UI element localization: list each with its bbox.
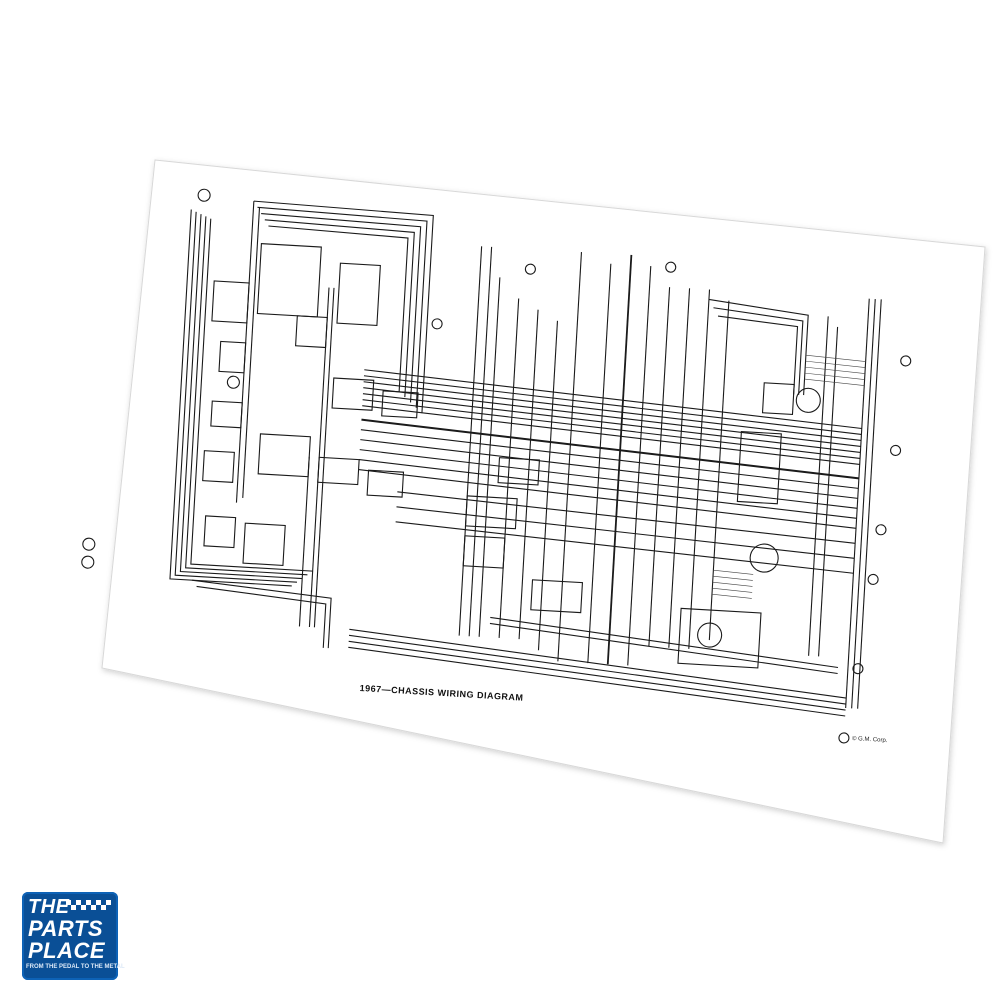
- logo-line-3: PLACE: [28, 938, 106, 963]
- logo-line-1: THE: [28, 896, 70, 918]
- logo-line-2: PARTS: [28, 916, 104, 941]
- checkered-flag-icon: [66, 900, 111, 910]
- the-parts-place-logo: THE PARTS PLACE FROM THE PEDAL TO THE ME…: [22, 892, 125, 980]
- label-marks: [711, 354, 866, 599]
- paper-sheet: [101, 159, 986, 844]
- logo-tagline: FROM THE PEDAL TO THE METAL: [26, 964, 125, 970]
- wiring-lines: [81, 188, 912, 744]
